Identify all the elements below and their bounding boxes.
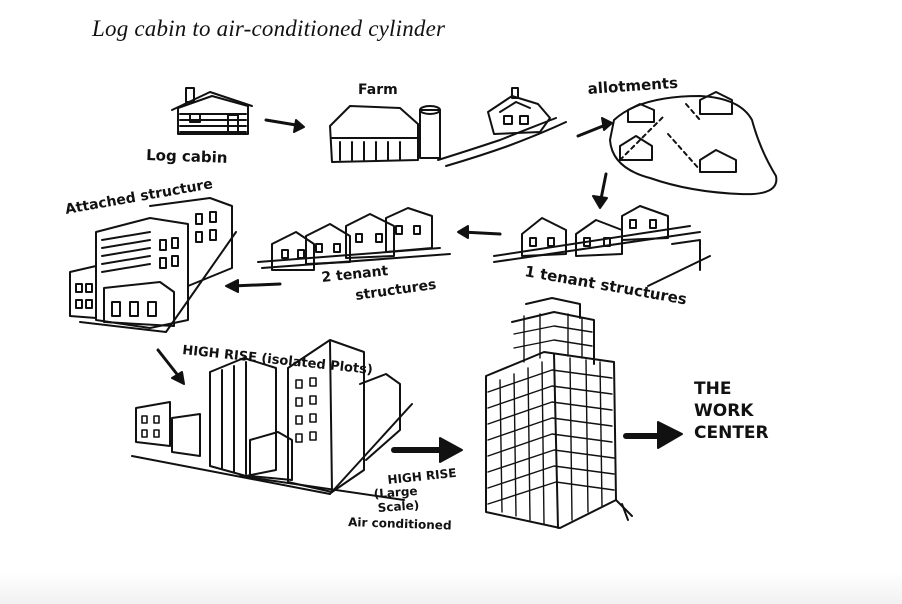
label-work-center-1: THE [694, 379, 731, 399]
log-cabin-drawing [171, 87, 253, 135]
label-one-tenant: 1 tenant structures [523, 262, 688, 308]
label-work-center-3: CENTER [694, 423, 769, 443]
label-highrise-large-4: Air conditioned [348, 515, 452, 533]
label-farm: Farm [358, 82, 398, 98]
label-attached: Attached structure [64, 176, 214, 218]
page-title: Log cabin to air-conditioned cylinder [92, 16, 446, 41]
one-tenant-drawing [493, 205, 711, 287]
label-work-center-2: WORK [694, 401, 754, 421]
label-highrise-large-1: HIGH RISE [387, 466, 457, 487]
label-two-tenant-1: 2 tenant [321, 263, 389, 286]
two-tenant-drawing [257, 207, 451, 271]
label-allotments: allotments [587, 74, 679, 98]
arrow-attached-to-highrise [156, 348, 182, 380]
label-highrise-large-3: Scale) [377, 498, 419, 515]
label-log-cabin: Log cabin [146, 146, 228, 167]
highrise-large-drawing [485, 297, 633, 529]
arrow-two-tenant-to-attached [230, 282, 282, 288]
page-bottom-edge [0, 572, 902, 604]
allotments-drawing [609, 91, 778, 196]
highrise-isolated-drawing [131, 339, 413, 501]
label-highrise-large-2: (Large [373, 484, 418, 501]
attached-structure-drawing [69, 197, 237, 333]
farm-drawing [329, 87, 567, 167]
